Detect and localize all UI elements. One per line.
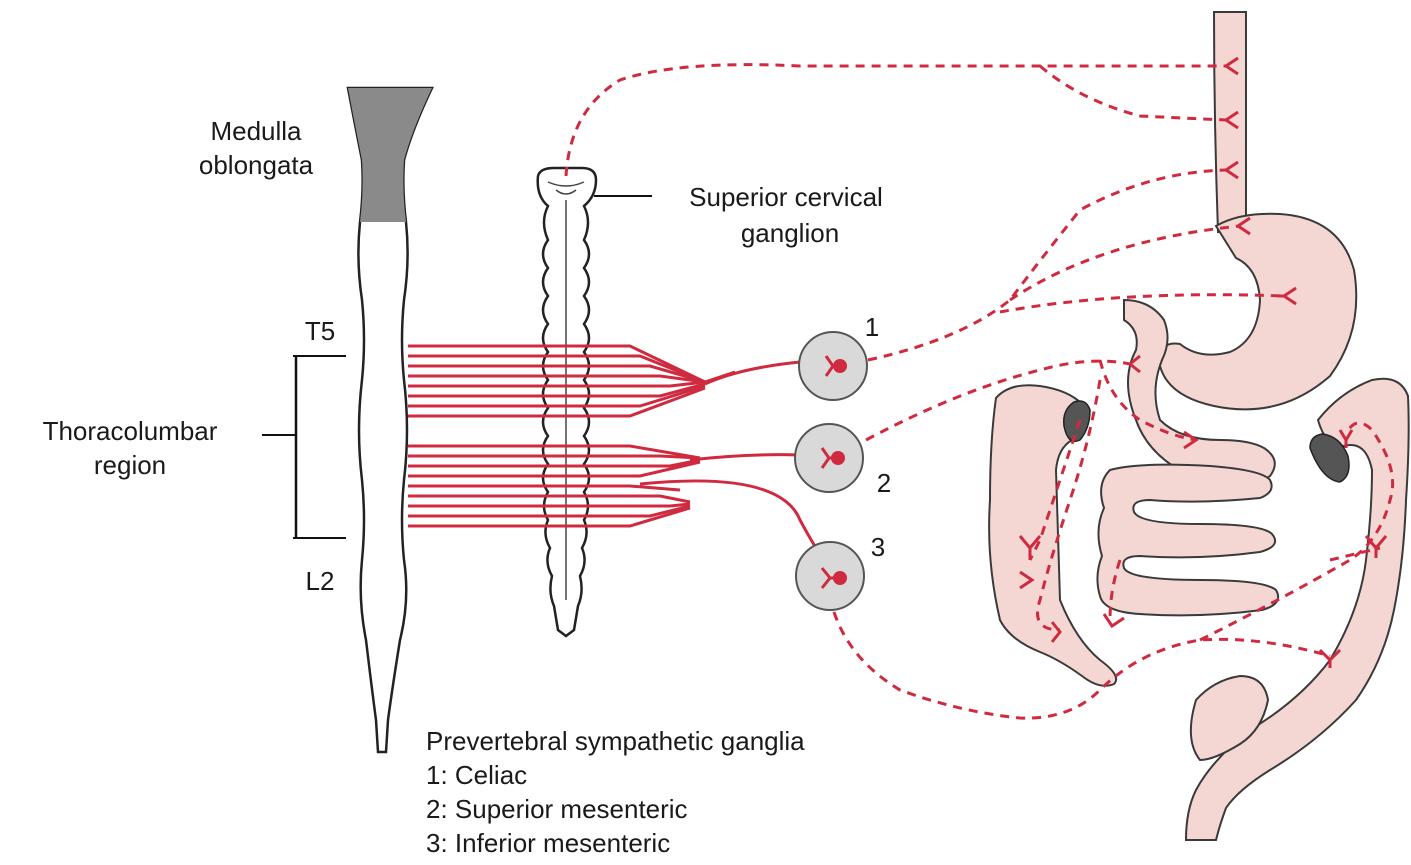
- thoracolumbar-label-line1: Thoracolumbar: [43, 416, 218, 446]
- small-intestine-coils: [1097, 465, 1278, 616]
- ganglion-1-number: 1: [865, 312, 879, 342]
- scg-to-esophagus-fiber: [566, 65, 1226, 176]
- ganglion-2-number: 2: [877, 468, 891, 498]
- celiac-to-stomach-fiber: [1010, 226, 1240, 300]
- legend-item-superior-mesenteric: 2: Superior mesenteric: [426, 794, 688, 824]
- inferior-mesenteric-ganglion: [796, 542, 864, 610]
- medulla-label-line1: Medulla: [210, 116, 302, 146]
- scg-label-line1: Superior cervical: [689, 182, 883, 212]
- superior-mesenteric-ganglion: [795, 424, 863, 492]
- t5-label: T5: [305, 316, 335, 346]
- spinal-cord: [348, 88, 432, 752]
- medulla-label-line2: oblongata: [199, 150, 314, 180]
- sympathetic-chain-outline: [538, 168, 596, 636]
- hepatic-flexure-cut: [1064, 401, 1090, 441]
- sympathetic-chain: [538, 168, 596, 636]
- l2-label: L2: [306, 566, 335, 596]
- legend-item-inferior-mesenteric: 3: Inferior mesenteric: [426, 828, 670, 858]
- ganglion-3-number: 3: [871, 532, 885, 562]
- celiac-to-stomach-fiber: [868, 170, 1226, 360]
- prevertebral-ganglia: [795, 332, 867, 610]
- legend-title: Prevertebral sympathetic ganglia: [426, 726, 805, 756]
- thoracolumbar-label-line2: region: [94, 450, 166, 480]
- preganglionic-fibers: [408, 346, 834, 576]
- stomach: [1160, 214, 1356, 410]
- legend-item-celiac: 1: Celiac: [426, 760, 527, 790]
- terminal-ending: [1104, 614, 1124, 626]
- scg-branch-fiber: [1040, 66, 1226, 120]
- celiac-ganglion: [799, 332, 867, 400]
- scg-label-line2: ganglion: [741, 218, 839, 248]
- fiber-line: [408, 486, 680, 490]
